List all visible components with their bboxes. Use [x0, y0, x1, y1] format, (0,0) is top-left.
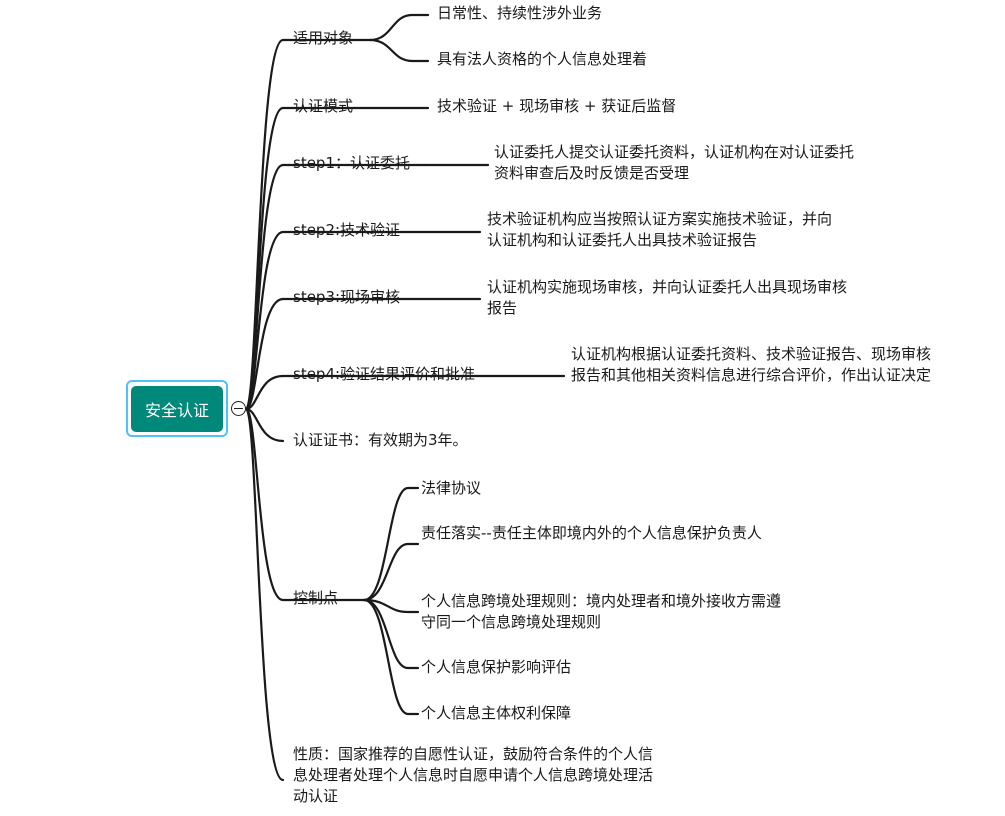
- root-node[interactable]: 安全认证: [131, 386, 223, 432]
- node-applicable[interactable]: 适用对象: [293, 29, 354, 47]
- node-step4[interactable]: step4:验证结果评价和批准: [293, 365, 476, 383]
- node-step1-child[interactable]: 认证委托人提交认证委托资料，认证机构在对认证委托资料审查后及时反馈是否受理: [494, 143, 855, 182]
- node-control-child-2[interactable]: 责任落实--责任主体即境内外的个人信息保护负责人: [421, 524, 762, 542]
- node-control-child-4[interactable]: 个人信息保护影响评估: [421, 658, 572, 676]
- node-control-child-1[interactable]: 法律协议: [421, 479, 482, 497]
- node-step2[interactable]: step2:技术验证: [293, 221, 401, 239]
- node-mode-child[interactable]: 技术验证 + 现场审核 + 获证后监督: [437, 97, 677, 115]
- node-control-child-3[interactable]: 个人信息跨境处理规则：境内处理者和境外接收方需遵守同一个信息跨境处理规则: [421, 592, 782, 631]
- node-step2-child[interactable]: 技术验证机构应当按照认证方案实施技术验证，并向认证机构和认证委托人出具技术验证报…: [487, 210, 833, 249]
- node-step3-child[interactable]: 认证机构实施现场审核，并向认证委托人出具现场审核报告: [487, 278, 848, 317]
- node-step4-child[interactable]: 认证机构根据认证委托资料、技术验证报告、现场审核报告和其他相关资料信息进行综合评…: [571, 345, 932, 384]
- node-control-child-5[interactable]: 个人信息主体权利保障: [421, 704, 572, 722]
- node-applicable-child-1[interactable]: 日常性、持续性涉外业务: [437, 4, 603, 22]
- node-control[interactable]: 控制点: [293, 589, 339, 607]
- collapse-icon[interactable]: [231, 401, 246, 416]
- node-applicable-child-2[interactable]: 具有法人资格的个人信息处理着: [437, 50, 648, 68]
- node-step3[interactable]: step3:现场审核: [293, 288, 401, 306]
- node-step1[interactable]: step1：认证委托: [293, 154, 410, 172]
- node-mode[interactable]: 认证模式: [293, 97, 354, 115]
- node-certificate[interactable]: 认证证书：有效期为3年。: [293, 431, 468, 449]
- node-nature[interactable]: 性质：国家推荐的自愿性认证，鼓励符合条件的个人信息处理者处理个人信息时自愿申请个…: [293, 745, 654, 805]
